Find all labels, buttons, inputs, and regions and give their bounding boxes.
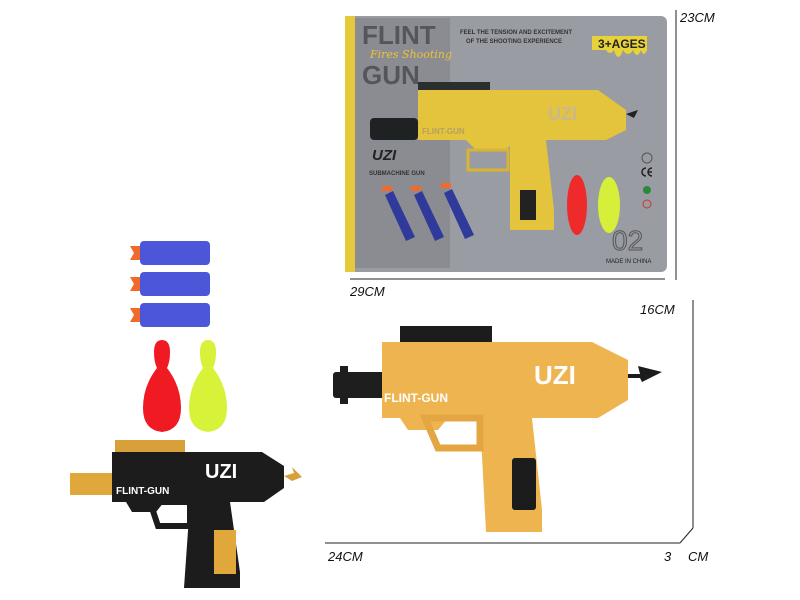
black-gun: FLINT-GUN UZI <box>70 440 302 588</box>
recycle-icon <box>641 152 653 164</box>
bowling-pins <box>143 340 227 432</box>
package-script: Fires Shooting <box>369 48 452 61</box>
package-height-label: 23CM <box>680 10 715 25</box>
black-gun-uzi: UZI <box>205 461 237 483</box>
orange-gun-uzi: UZI <box>534 360 576 390</box>
blister-package: FLINT Fires Shooting GUN FEEL THE TENSIO… <box>345 16 667 272</box>
age-badge: 3+AGES <box>598 37 646 51</box>
package-tagline-2: OF THE SHOOTING EXPERIENCE <box>466 39 562 45</box>
package-darts <box>382 183 474 241</box>
orange-gun-label: FLINT-GUN <box>384 391 448 405</box>
package-gun-uzi: UZI <box>548 104 577 124</box>
package-red-pin <box>567 175 587 235</box>
gun-height-label: 16CM <box>640 302 675 317</box>
package-model-subtitle: SUBMACHINE GUN <box>369 171 425 177</box>
gun-depth-value: 3 <box>664 549 672 564</box>
age-warning-icon <box>642 199 652 209</box>
orange-gun: FLINT-GUN UZI <box>333 326 662 532</box>
gun-depth-line <box>679 527 694 544</box>
package-brand-bottom: GUN <box>362 60 420 90</box>
package-lime-pin <box>598 177 620 233</box>
package-yellow-gun: FLINT-GUN UZI <box>370 82 638 230</box>
package-brand-top: FLINT <box>362 20 436 50</box>
package-origin: MADE IN CHINA <box>606 259 651 265</box>
black-gun-label: FLINT-GUN <box>116 486 169 497</box>
package-tagline-1: FEEL THE TENSION AND EXCITEMENT <box>460 30 572 36</box>
package-model-name: UZI <box>372 147 397 164</box>
package-model-number: 02 <box>612 225 643 256</box>
green-dot-icon <box>643 186 651 194</box>
gun-length-label: 24CM <box>328 549 363 564</box>
ce-mark-icon <box>641 167 653 177</box>
gun-depth-unit: CM <box>688 549 709 564</box>
loose-darts <box>130 241 210 327</box>
package-gun-label: FLINT-GUN <box>422 127 465 136</box>
package-width-label: 29CM <box>350 284 385 299</box>
